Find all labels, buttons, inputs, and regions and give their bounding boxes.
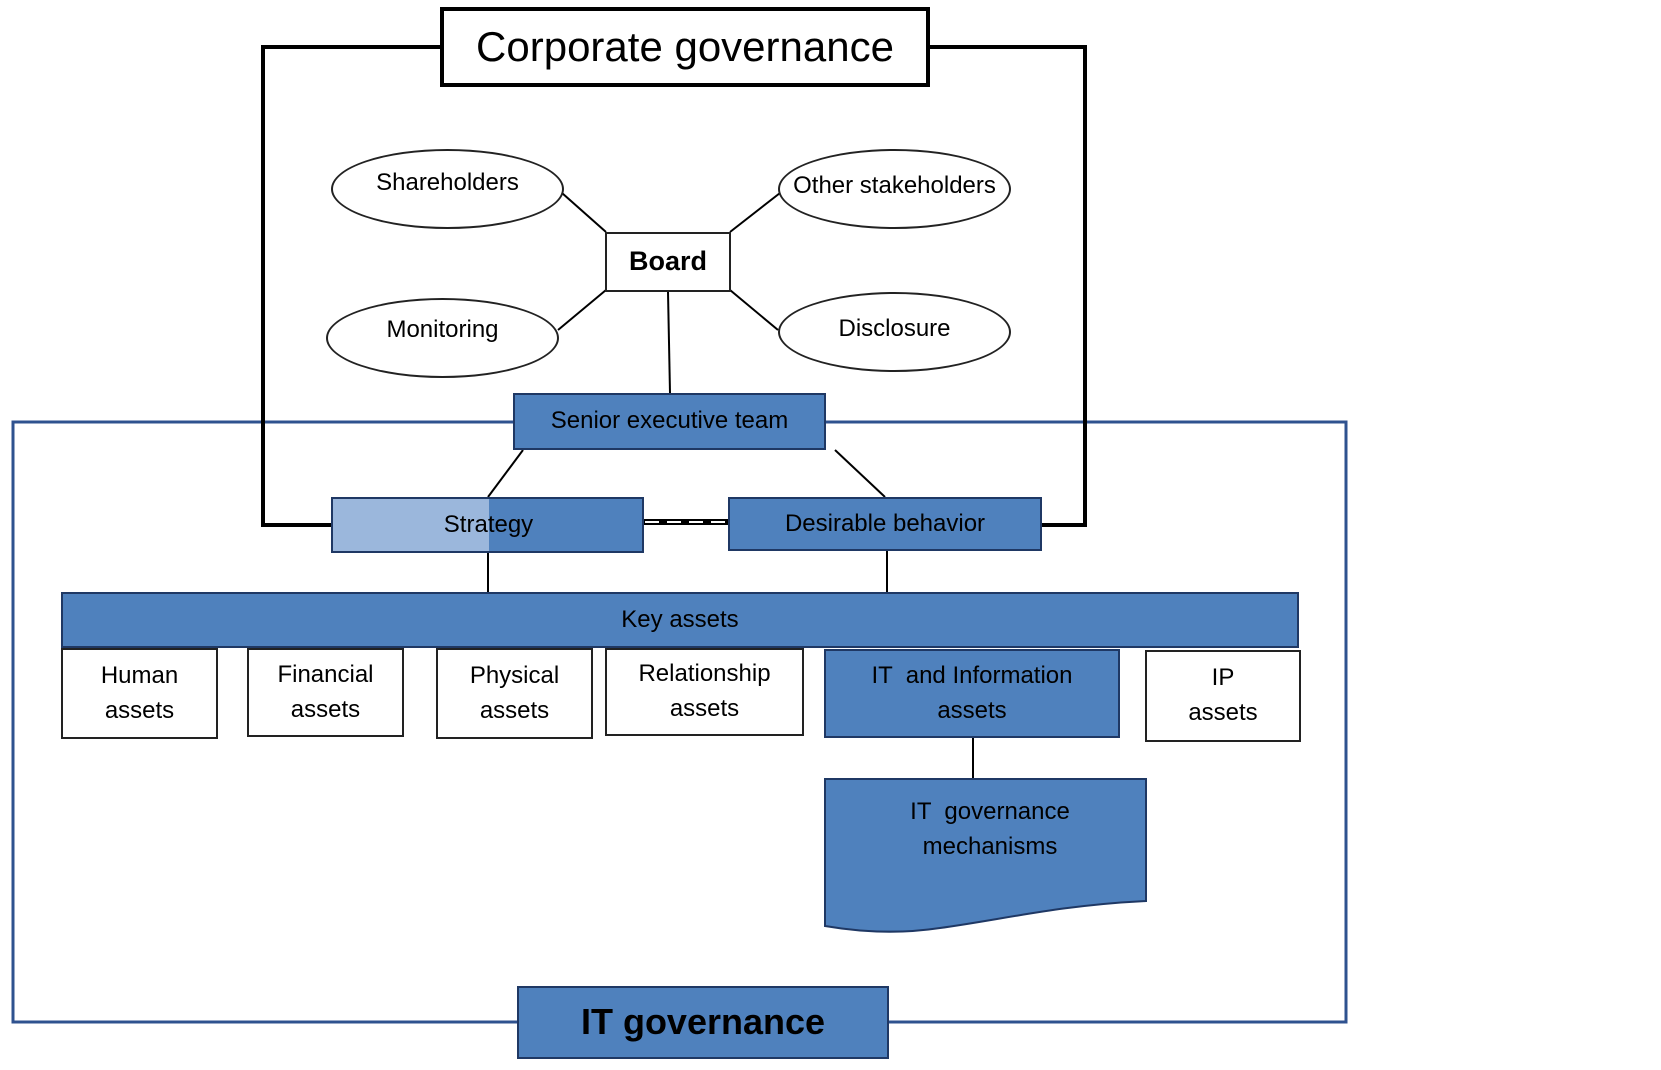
it-information-assets-line2: assets <box>937 696 1007 724</box>
connector-disclosure-board <box>729 289 779 331</box>
physical-assets-box: Physical assets <box>436 648 593 739</box>
ip-assets-line2: assets <box>1188 699 1258 726</box>
senior-executive-team-box: Senior executive team <box>513 393 826 450</box>
it-information-assets-line1: IT and Information <box>871 661 1073 689</box>
physical-assets-line1: Physical <box>469 661 560 689</box>
human-assets-box: Human assets <box>61 648 218 739</box>
monitoring-ellipse: Monitoring <box>326 298 559 378</box>
senior-executive-team-label: Senior executive team <box>550 407 789 435</box>
physical-assets-line2: assets <box>479 696 550 724</box>
strategy-box: Strategy <box>331 497 644 553</box>
financial-assets-line2: assets <box>290 695 361 723</box>
corporate-governance-frame <box>261 45 440 527</box>
key-assets-bar: Key assets <box>61 592 1299 648</box>
relationship-assets-line2: assets <box>669 695 740 722</box>
monitoring-label: Monitoring <box>386 315 499 343</box>
strategy-label: Strategy <box>443 510 534 538</box>
it-information-assets-box: IT and Information assets <box>824 649 1120 738</box>
financial-assets-line1: Financial <box>277 660 374 688</box>
human-assets-line2: assets <box>104 696 175 724</box>
shareholders-label: Shareholders <box>376 168 519 196</box>
board-label: Board <box>628 246 707 277</box>
board-box: Board <box>605 232 731 292</box>
relationship-assets-box: Relationship assets <box>605 648 804 736</box>
it-governance-mechanisms-line2: mechanisms <box>922 833 1058 860</box>
connector-monitoring-board <box>557 289 607 331</box>
other-stakeholders-ellipse: Other stakeholders <box>778 149 1011 229</box>
it-governance-title: IT governance <box>517 986 889 1059</box>
key-assets-label: Key assets <box>621 605 739 633</box>
relationship-assets-line1: Relationship <box>638 660 771 688</box>
ip-assets-line1: IP <box>1211 664 1235 692</box>
it-governance-title-text: IT governance <box>580 1001 826 1043</box>
connector-executive-behavior <box>834 449 886 498</box>
connector-board-executive <box>667 291 671 394</box>
other-stakeholders-label: Other stakeholders <box>793 171 996 199</box>
shareholders-ellipse: Shareholders <box>331 149 564 229</box>
it-governance-mechanisms-shape <box>824 778 1147 933</box>
ip-assets-box: IP assets <box>1145 650 1301 742</box>
human-assets-line1: Human <box>100 661 179 689</box>
it-governance-mechanisms-line1: IT governance <box>910 798 1070 826</box>
corporate-governance-frame-right <box>930 45 1087 527</box>
connector-shareholders-board <box>561 192 607 233</box>
disclosure-label: Disclosure <box>838 314 951 342</box>
corporate-governance-title: Corporate governance <box>440 7 930 87</box>
connector-stakeholders-board <box>729 192 781 233</box>
it-governance-mechanisms-box: IT governance mechanisms <box>840 795 1140 865</box>
financial-assets-box: Financial assets <box>247 648 404 737</box>
desirable-behavior-box: Desirable behavior <box>728 497 1042 551</box>
connector-executive-strategy <box>487 449 524 498</box>
corporate-governance-title-text: Corporate governance <box>476 22 894 70</box>
disclosure-ellipse: Disclosure <box>778 292 1011 372</box>
desirable-behavior-label: Desirable behavior <box>784 509 986 537</box>
